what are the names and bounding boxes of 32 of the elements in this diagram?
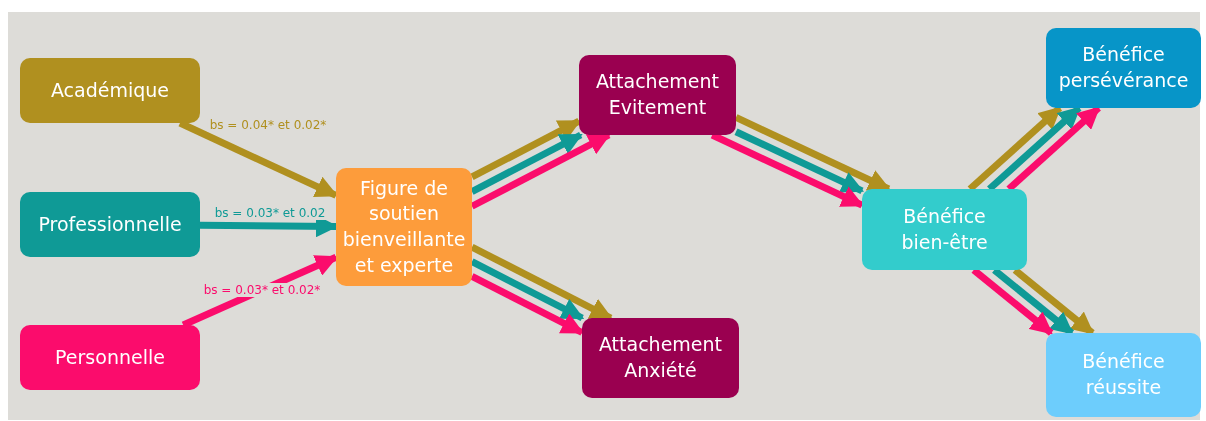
arrow [1012,267,1095,336]
process-box [1046,28,1201,108]
process-box [336,168,472,286]
box-label: Bénéfice persévérance [1057,42,1190,93]
box-label: Académique [50,77,170,103]
arrow [967,105,1063,192]
arrow [987,105,1082,192]
edge-label: bs = 0.04* et 0.02* [207,118,329,132]
box-label: Bénéfice réussite [1081,349,1166,400]
process-box [20,325,200,390]
box-label: Attachement Anxiété [597,332,724,383]
box-label: Professionnelle [38,211,182,237]
box-label: Figure de soutien bienveillante et experte [342,175,466,278]
arrow [470,118,581,181]
arrow [971,267,1054,336]
edge-label: bs = 0.03* et 0.02 [212,206,328,220]
arrow [1006,105,1101,192]
process-box [20,192,200,257]
arrow [470,258,585,322]
arrow [470,131,583,195]
box-label: Personnelle [55,344,165,370]
process-box [1046,333,1201,417]
arrow [734,128,865,194]
edge-label: bs = 0.03* et 0.02* [201,283,323,297]
process-box [20,58,200,123]
process-box [862,189,1027,270]
arrow [992,267,1075,336]
box-label: Attachement Evitement [594,69,721,120]
process-box [579,55,736,135]
box-label: Bénéfice bien-être [900,203,989,255]
arrow [470,273,584,336]
process-box [582,318,739,398]
